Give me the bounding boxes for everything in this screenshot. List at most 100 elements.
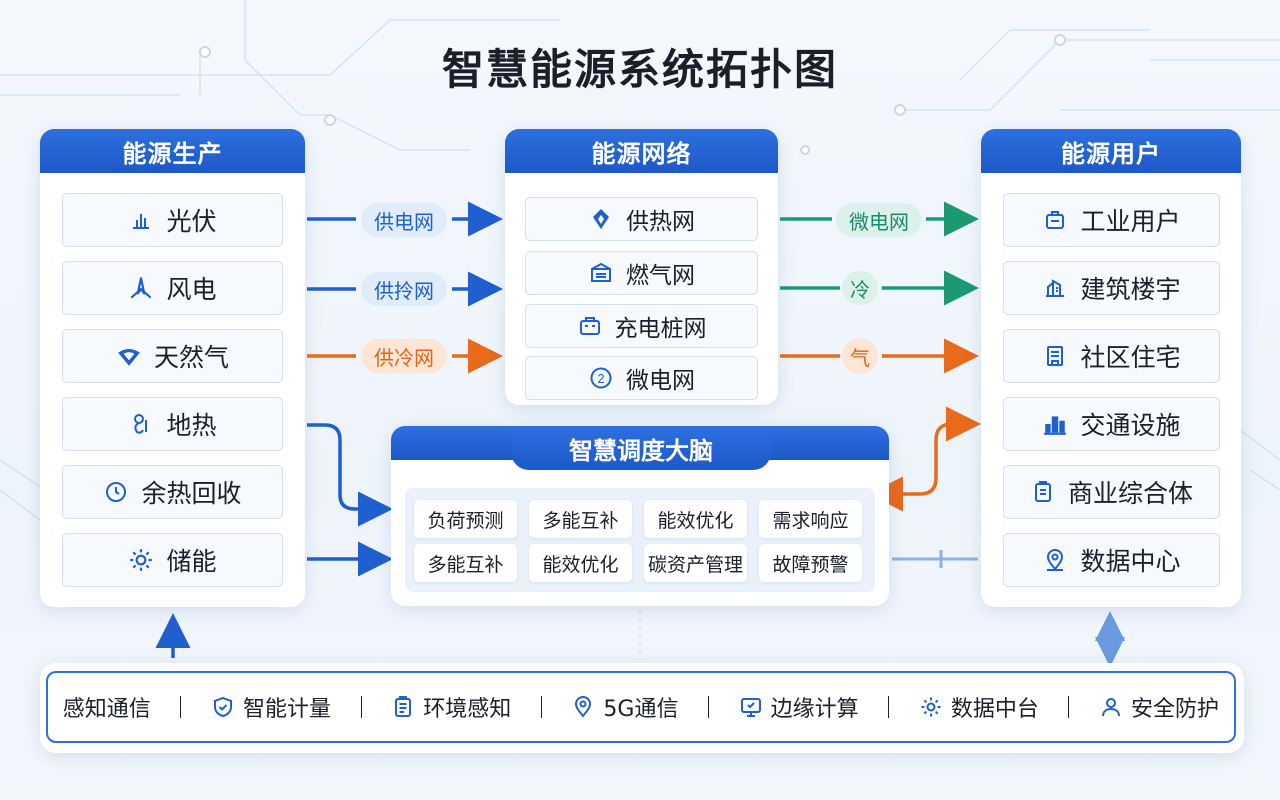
users-item-label: 数据中心 bbox=[1080, 547, 1181, 576]
gas-network-icon bbox=[588, 260, 614, 286]
users-item-label: 交通设施 bbox=[1080, 411, 1181, 440]
network-item-label: 微电网 bbox=[626, 368, 695, 394]
infra-item-label: 智能计量 bbox=[243, 697, 332, 722]
infrastructure-frame: 感知通信 智能计量 环境感知 5G通信 边缘计算 数据中台 安全 bbox=[46, 671, 1236, 743]
gear-icon bbox=[919, 695, 943, 719]
infra-item-edge-computing[interactable]: 边缘计算 bbox=[739, 691, 859, 723]
network-item-gas[interactable]: 燃气网 bbox=[525, 251, 758, 295]
geothermal-icon bbox=[128, 411, 154, 437]
gear-storage-icon bbox=[128, 547, 154, 573]
divider bbox=[1068, 696, 1070, 718]
link-pill-cold: 冷 bbox=[842, 271, 878, 305]
network-item-label: 燃气网 bbox=[626, 263, 695, 289]
shield-icon bbox=[211, 695, 235, 719]
infra-item-label: 边缘计算 bbox=[770, 697, 859, 722]
building-icon bbox=[1042, 275, 1068, 301]
production-item-solar[interactable]: 光伏 bbox=[62, 193, 283, 247]
production-panel: 能源生产 光伏 风电 天然气 地热 余热回收 储能 bbox=[40, 129, 305, 607]
users-item-commercial[interactable]: 商业综合体 bbox=[1003, 465, 1220, 519]
heat-network-icon bbox=[588, 206, 614, 232]
infra-item-sensing-comm[interactable]: 感知通信 bbox=[63, 691, 151, 723]
users-item-label: 工业用户 bbox=[1080, 207, 1181, 236]
brain-cell[interactable]: 多能互补 bbox=[414, 544, 517, 582]
link-pill-microgrid: 微电网 bbox=[836, 203, 922, 237]
solar-icon bbox=[128, 207, 154, 233]
infra-item-env-sensing[interactable]: 环境感知 bbox=[391, 691, 511, 723]
users-item-building[interactable]: 建筑楼宇 bbox=[1003, 261, 1220, 315]
link-pill-power-grid: 供电网 bbox=[361, 203, 447, 237]
users-item-datacenter[interactable]: 数据中心 bbox=[1003, 533, 1220, 587]
production-item-label: 光伏 bbox=[166, 207, 217, 236]
users-panel: 能源用户 工业用户 建筑楼宇 社区住宅 交通设施 商业综合体 数据中心 bbox=[981, 129, 1241, 607]
network-item-heat[interactable]: 供热网 bbox=[525, 197, 758, 241]
brain-cell[interactable]: 多能互补 bbox=[529, 500, 632, 538]
network-header: 能源网络 bbox=[505, 129, 778, 173]
infra-item-label: 感知通信 bbox=[62, 697, 151, 722]
users-item-traffic[interactable]: 交通设施 bbox=[1003, 397, 1220, 451]
production-item-label: 风电 bbox=[166, 275, 217, 304]
user-icon bbox=[1099, 695, 1123, 719]
infra-item-label: 5G通信 bbox=[603, 697, 679, 722]
network-panel: 能源网络 供热网 燃气网 充电桩网 2 微电网 bbox=[505, 129, 778, 405]
infra-item-security[interactable]: 安全防护 bbox=[1099, 691, 1219, 723]
divider bbox=[360, 696, 362, 718]
infrastructure-bar: 感知通信 智能计量 环境感知 5G通信 边缘计算 数据中台 安全 bbox=[40, 663, 1244, 753]
production-item-label: 储能 bbox=[166, 547, 217, 576]
brain-header: 智慧调度大脑 bbox=[511, 426, 771, 470]
location-pin-icon bbox=[571, 695, 595, 719]
infra-item-label: 数据中台 bbox=[950, 697, 1039, 722]
clock-recycle-icon bbox=[103, 479, 129, 505]
clipboard-list-icon bbox=[391, 695, 415, 719]
infra-item-5g[interactable]: 5G通信 bbox=[571, 691, 678, 723]
wind-turbine-icon bbox=[128, 275, 154, 301]
network-item-label: 充电桩网 bbox=[614, 316, 707, 342]
brain-cell[interactable]: 能效优化 bbox=[529, 544, 632, 582]
clipboard-icon bbox=[1030, 479, 1056, 505]
divider bbox=[708, 696, 710, 718]
production-item-geothermal[interactable]: 地热 bbox=[62, 397, 283, 451]
infra-item-label: 安全防护 bbox=[1131, 697, 1220, 722]
brain-cell[interactable]: 负荷预测 bbox=[414, 500, 517, 538]
network-item-label: 供热网 bbox=[626, 209, 695, 235]
brain-grid: 负荷预测 多能互补 能效优化 需求响应 多能互补 能效优化 碳资产管理 故障预警 bbox=[405, 488, 875, 592]
traffic-icon bbox=[1042, 411, 1068, 437]
infra-item-label: 环境感知 bbox=[423, 697, 512, 722]
link-pill-gas: 气 bbox=[842, 339, 878, 373]
brain-cell[interactable]: 需求响应 bbox=[759, 500, 862, 538]
brain-cell[interactable]: 故障预警 bbox=[759, 544, 862, 582]
production-item-wind[interactable]: 风电 bbox=[62, 261, 283, 315]
svg-text:2: 2 bbox=[597, 371, 604, 386]
number-two-icon: 2 bbox=[588, 365, 614, 391]
users-item-label: 社区住宅 bbox=[1080, 343, 1181, 372]
residence-icon bbox=[1042, 343, 1068, 369]
users-item-industrial[interactable]: 工业用户 bbox=[1003, 193, 1220, 247]
charging-pile-icon bbox=[577, 313, 603, 339]
users-item-label: 建筑楼宇 bbox=[1080, 275, 1181, 304]
network-item-charging[interactable]: 充电桩网 bbox=[525, 304, 758, 348]
link-pill-cooling-network: 供冷网 bbox=[361, 339, 447, 373]
divider bbox=[180, 696, 182, 718]
production-item-label: 余热回收 bbox=[141, 479, 242, 508]
users-header: 能源用户 bbox=[981, 129, 1241, 173]
infra-item-smart-metering[interactable]: 智能计量 bbox=[211, 691, 331, 723]
brain-panel: 智慧调度大脑 负荷预测 多能互补 能效优化 需求响应 多能互补 能效优化 碳资产… bbox=[391, 426, 889, 606]
monitor-icon bbox=[739, 695, 763, 719]
users-item-residential[interactable]: 社区住宅 bbox=[1003, 329, 1220, 383]
location-pin-icon bbox=[1042, 547, 1068, 573]
production-item-gas[interactable]: 天然气 bbox=[62, 329, 283, 383]
brain-cell[interactable]: 能效优化 bbox=[644, 500, 747, 538]
divider bbox=[888, 696, 890, 718]
infra-item-data-platform[interactable]: 数据中台 bbox=[919, 691, 1039, 723]
users-item-label: 商业综合体 bbox=[1067, 479, 1193, 508]
link-pill-supply-network: 供拎网 bbox=[361, 272, 447, 306]
brain-cell[interactable]: 碳资产管理 bbox=[644, 544, 747, 582]
page-title: 智慧能源系统拓扑图 bbox=[441, 45, 838, 94]
factory-icon bbox=[1042, 207, 1068, 233]
production-item-waste-heat[interactable]: 余热回收 bbox=[62, 465, 283, 519]
divider bbox=[540, 696, 542, 718]
gas-flame-icon bbox=[116, 343, 142, 369]
production-item-storage[interactable]: 储能 bbox=[62, 533, 283, 587]
network-item-microgrid[interactable]: 2 微电网 bbox=[525, 356, 758, 400]
